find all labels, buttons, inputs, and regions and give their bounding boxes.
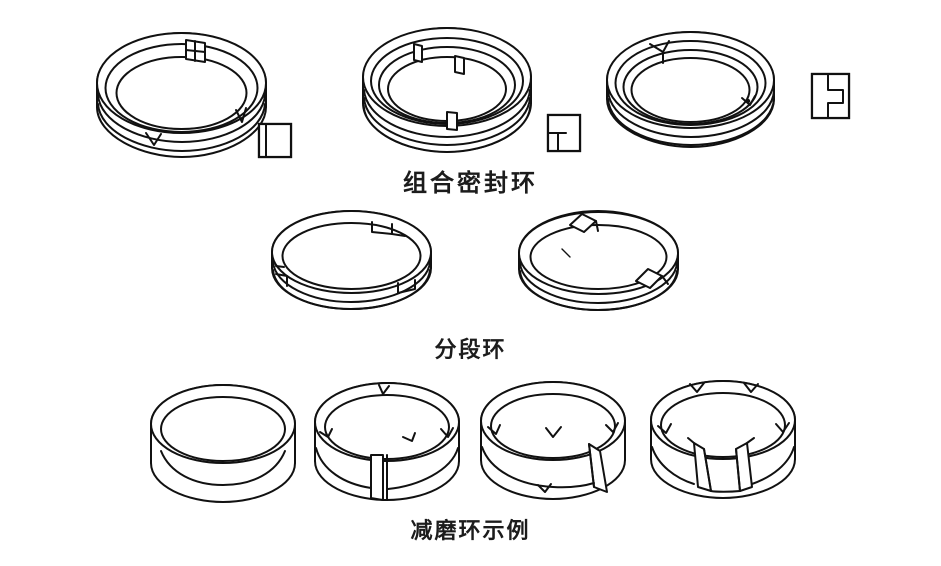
angled-cut-segment-ring [518,210,679,311]
solid-wear-ring [150,384,296,503]
section-detail-3 [810,72,851,120]
section-detail-2 [546,113,582,153]
caption-combined-seal-ring: 组合密封环 [403,169,538,197]
stepped-joint-ring [96,32,267,158]
coiled-strip-ring [606,31,775,148]
caption-segmented-ring: 分段环 [434,338,507,363]
bevel-cut-wear-ring [480,381,626,500]
laminated-multi-ring [362,27,532,153]
section-detail-1 [257,122,293,159]
caption-wear-ring-examples: 减磨环示例 [410,519,531,544]
split-wear-ring [314,382,460,501]
stepped-segment-ring [271,210,432,310]
multi-segment-wear-ring [650,380,796,499]
